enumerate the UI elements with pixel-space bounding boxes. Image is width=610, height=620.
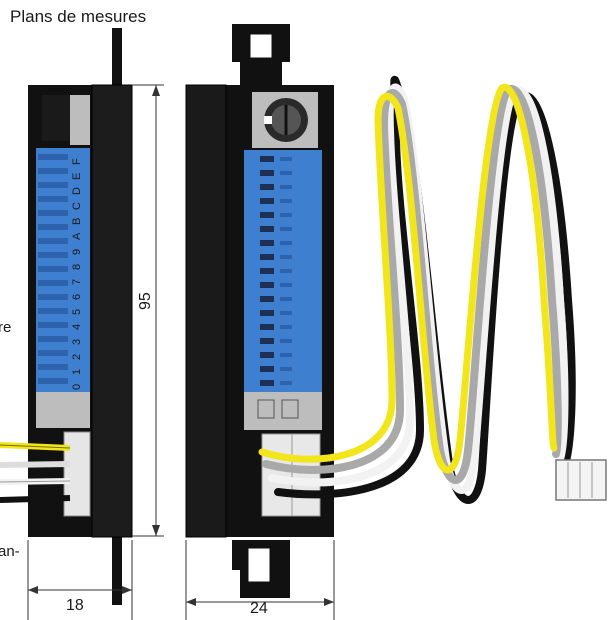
- side-terminal-ridge: [38, 266, 68, 272]
- front-terminal-slot: [280, 353, 292, 357]
- side-terminal-ridge: [38, 182, 68, 188]
- front-terminal-slot: [280, 311, 292, 315]
- front-terminal-screw: [260, 212, 274, 218]
- channel-label: 8: [71, 264, 83, 270]
- side-terminal-ridge: [38, 280, 68, 286]
- channel-label: 3: [71, 339, 83, 345]
- side-terminal-ridge: [38, 336, 68, 342]
- front-view-module: [185, 24, 334, 598]
- side-terminal-ridge: [38, 378, 68, 384]
- side-terminal-ridge: [38, 322, 68, 328]
- side-terminal-ridge: [38, 168, 68, 174]
- side-terminal-ridge: [38, 308, 68, 314]
- front-terminal-slot: [280, 185, 292, 189]
- front-terminal-screw: [260, 156, 274, 162]
- front-terminal-screw: [260, 380, 274, 386]
- channel-label: 7: [71, 279, 83, 285]
- front-terminal-screw: [260, 282, 274, 288]
- height-dimension: 95: [132, 84, 164, 537]
- channel-label: F: [71, 158, 83, 165]
- front-terminal-slot: [280, 269, 292, 273]
- side-terminal-ridge: [38, 154, 68, 160]
- front-terminal-screw: [260, 240, 274, 246]
- side-connector: [63, 431, 91, 517]
- front-grey-block: [244, 392, 322, 430]
- front-width-label: 24: [250, 600, 268, 617]
- side-grey-bottom-block: [36, 392, 90, 428]
- channel-label: 9: [71, 249, 83, 255]
- side-view-module: GG0123456789ABCDEF: [0, 28, 133, 605]
- front-terminal-slot: [280, 367, 292, 371]
- channel-label: D: [71, 187, 83, 195]
- channel-label: 5: [71, 309, 83, 315]
- height-dimension-label: 95: [137, 292, 154, 310]
- front-terminal-slot: [280, 227, 292, 231]
- front-terminal-screw: [260, 254, 274, 260]
- front-terminal-screw: [260, 352, 274, 358]
- cable-bundle: [258, 75, 576, 504]
- channel-label: C: [71, 202, 83, 210]
- channel-label: 4: [71, 324, 83, 330]
- front-terminal-slot: [280, 171, 292, 175]
- side-terminal-ridge: [38, 350, 68, 356]
- cable-end-connector: [555, 459, 607, 501]
- side-terminal-ridge: [38, 210, 68, 216]
- side-width-label: 18: [66, 597, 84, 614]
- front-terminal-screw: [260, 268, 274, 274]
- channel-label: 0: [71, 384, 83, 390]
- side-mount-tab-top: [112, 28, 122, 90]
- front-terminal-screw: [260, 184, 274, 190]
- front-terminal-slot: [280, 339, 292, 343]
- side-terminal-ridge: [38, 294, 68, 300]
- side-terminal-ridge: [38, 196, 68, 202]
- side-width-dimension: 18: [27, 540, 133, 620]
- front-terminal-screw: [260, 170, 274, 176]
- front-terminal-screw: [260, 338, 274, 344]
- left-partial-label-mid: re: [0, 319, 11, 336]
- channel-label: B: [71, 218, 83, 225]
- side-terminal-ridge: [38, 238, 68, 244]
- wire-grey: [262, 84, 562, 484]
- front-terminal-slot: [280, 283, 292, 287]
- front-terminal-slot: [280, 255, 292, 259]
- side-wire-black: [0, 495, 71, 503]
- channel-label: 6: [71, 294, 83, 300]
- front-width-dimension: 24: [185, 540, 335, 620]
- front-terminal-screw: [260, 226, 274, 232]
- wire-yellow: [258, 83, 558, 474]
- front-terminal-slot: [280, 325, 292, 329]
- front-terminal-screw: [260, 198, 274, 204]
- side-terminal-ridge: [38, 364, 68, 370]
- front-terminal-slot: [280, 241, 292, 245]
- front-terminal-screw: [260, 366, 274, 372]
- front-terminal-screw: [260, 324, 274, 330]
- diagram-title: Plans de mesures: [10, 7, 146, 26]
- side-terminal-ridge: [38, 252, 68, 258]
- front-terminal-slot: [280, 157, 292, 161]
- side-terminal-ridge: [38, 224, 68, 230]
- front-terminal-screw: [260, 310, 274, 316]
- channel-label: E: [71, 173, 83, 180]
- channel-label: 2: [71, 354, 83, 360]
- front-terminal-slot: [280, 199, 292, 203]
- channel-label: 1: [71, 369, 83, 375]
- wire-white: [268, 83, 569, 494]
- front-terminal-slot: [280, 297, 292, 301]
- front-terminal-slot: [280, 381, 292, 385]
- side-mount-tab-bottom: [112, 535, 122, 605]
- channel-label: A: [71, 232, 83, 240]
- side-grey-top-block: [70, 95, 90, 145]
- left-partial-label-bottom: an-: [0, 543, 20, 560]
- front-terminal-slot: [280, 213, 292, 217]
- side-wire-grey: [0, 461, 71, 468]
- front-terminal-screw: [260, 296, 274, 302]
